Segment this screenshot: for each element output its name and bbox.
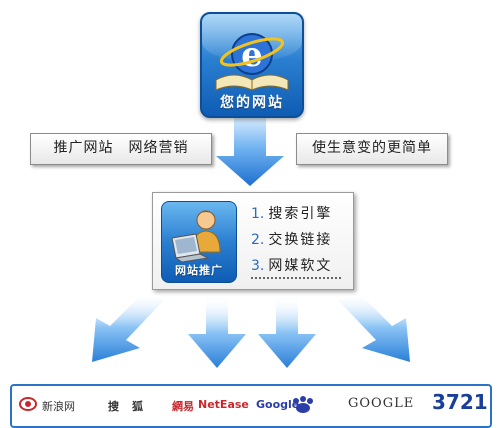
- logo-google-small: Google: [256, 398, 300, 411]
- website-icon: e 您的网站: [200, 12, 304, 118]
- logo-sohu-2: 狐: [132, 400, 143, 413]
- logo-netease: NetEase: [198, 398, 249, 411]
- logo-sohu-1: 搜: [108, 400, 119, 413]
- website-icon-label: 您的网站: [220, 95, 284, 111]
- promotion-icon-label: 网站推广: [175, 264, 223, 277]
- arrow-bottom-1: [92, 292, 164, 362]
- person-laptop-icon: [171, 210, 221, 263]
- arrow-bottom-3: [258, 296, 316, 368]
- arrow-top-down: [216, 118, 284, 186]
- step-link-exchange: 2.交换链接: [251, 232, 333, 248]
- arrow-bottom-2: [188, 296, 246, 368]
- partner-logos-bar: 新浪网 搜 狐 網易 NetEase Google GOOGLE 3721: [10, 384, 492, 428]
- browser-e-icon: e: [215, 33, 289, 91]
- step-media-articles: 3.网媒软文: [251, 258, 333, 274]
- baidu-paw-icon: [293, 396, 313, 413]
- promotion-icon: 网站推广: [161, 201, 237, 283]
- flow-arrows: [92, 118, 410, 368]
- logo-sina: 新浪网: [42, 400, 75, 413]
- step-search-engine: 1.搜索引擎: [251, 206, 333, 222]
- tag-business-simpler: 使生意变的更简单: [296, 133, 448, 165]
- promotion-panel: 网站推广 1.搜索引擎 2.交换链接 3.网媒软文: [152, 192, 354, 290]
- tag-promote-marketing: 推广网站 网络营销: [30, 133, 212, 165]
- arrow-bottom-4: [338, 292, 410, 362]
- sina-eye-icon: [19, 397, 37, 411]
- logo-google: GOOGLE: [348, 396, 415, 411]
- logo-3721: 3721: [432, 390, 488, 414]
- logo-wangyi: 網易: [172, 400, 194, 413]
- dotted-divider: [251, 277, 341, 281]
